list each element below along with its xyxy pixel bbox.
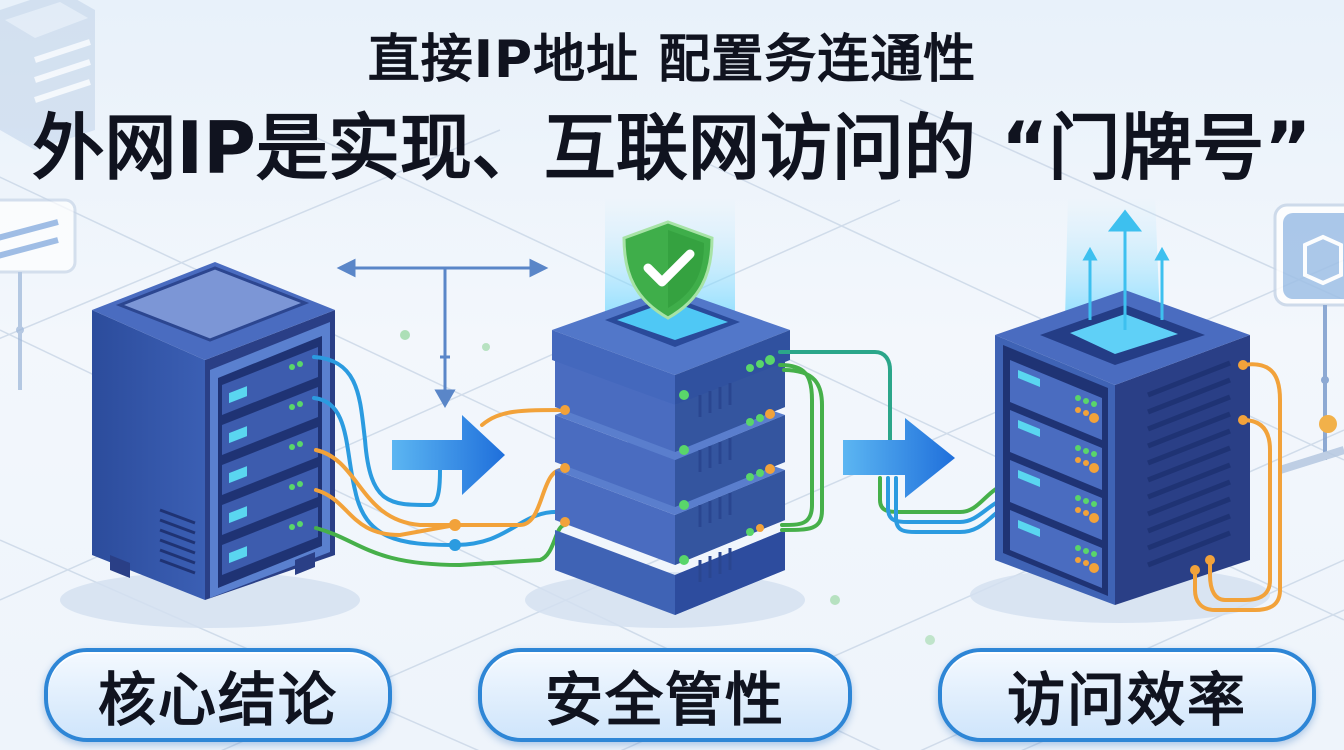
upload-arrow-icon [1082, 209, 1170, 330]
label-access-efficiency[interactable]: 访问效率 [938, 648, 1316, 742]
faint-server-icon [0, 0, 95, 150]
rack-units [222, 347, 318, 575]
label-security[interactable]: 安全管性 [478, 648, 852, 742]
stack-layer [555, 530, 785, 615]
split-arrow-icon [336, 258, 549, 409]
cables-left [312, 355, 567, 568]
arrow-right-icon [392, 415, 505, 495]
label-core-conclusion[interactable]: 核心结论 [44, 648, 392, 742]
faint-card-icon [0, 198, 77, 390]
main-title: 外网IP是实现、互联网访问的 “门牌号” [32, 106, 1312, 190]
label-text: 访问效率 [1006, 666, 1247, 734]
middle-server-stack [552, 195, 790, 615]
right-server-tower [995, 195, 1282, 612]
stack-top [552, 288, 790, 405]
arrow-right-icon [843, 418, 955, 498]
status-leds [289, 361, 303, 530]
shield-check-icon [622, 220, 714, 320]
faint-sign-icon [1273, 203, 1344, 474]
subtitle-heading: 直接IP地址 配置务连通性 [367, 30, 977, 90]
stack-layer [555, 360, 785, 452]
label-text: 安全管性 [544, 666, 785, 734]
label-text: 核心结论 [97, 666, 338, 734]
rack-units [1010, 360, 1102, 588]
left-server-tower [92, 262, 335, 600]
